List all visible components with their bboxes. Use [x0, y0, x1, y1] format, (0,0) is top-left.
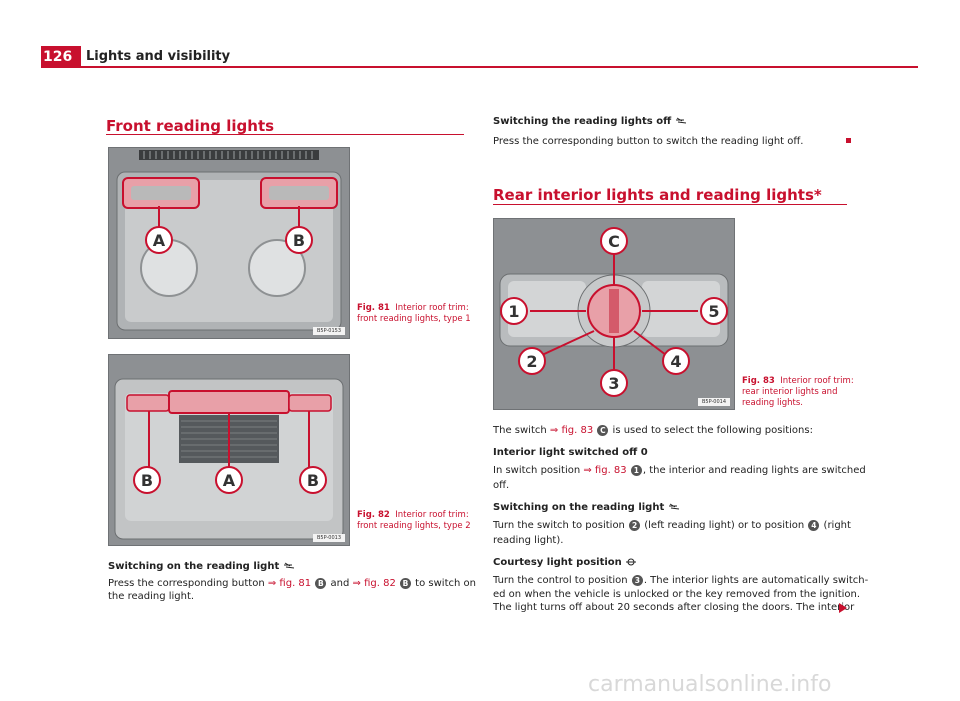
badge-3: 3 [631, 574, 643, 586]
badge-1: 1 [630, 464, 642, 476]
fig83-callout-4: 4 [670, 352, 681, 371]
section-rule [106, 134, 464, 135]
badge-b: B [400, 577, 411, 589]
fig81-code: B5P-0153 [312, 327, 345, 335]
section-rule [493, 204, 847, 205]
interior-off-text-cont: off. [493, 480, 510, 491]
fig82-callout-b-right: B [307, 471, 319, 490]
switching-on-text: Press the corresponding button ⇒ fig. 81… [108, 577, 476, 589]
chapter-title: Lights and visibility [86, 49, 231, 64]
fig82-code: B5P-0013 [312, 534, 345, 542]
fig83-code: B5P-0014 [697, 398, 730, 406]
fig83-callout-1: 1 [508, 302, 519, 321]
courtesy-text-2: ed on when the vehicle is unlocked or th… [493, 589, 861, 600]
fig82-callout-b-left: B [141, 471, 153, 490]
switch-intro-text: The switch ⇒ fig. 83 C is used to select… [493, 424, 813, 436]
fig82-link[interactable]: ⇒ fig. 82 [352, 578, 396, 589]
fig81-callout-b: B [293, 231, 305, 250]
fig83-link[interactable]: ⇒ fig. 83 [549, 425, 594, 436]
fig83-callout-2: 2 [526, 352, 537, 371]
badge-2: 2 [629, 519, 641, 531]
reading-light-icon [675, 117, 686, 124]
switching-off-text: Press the corresponding button to switch… [493, 136, 804, 147]
courtesy-text-3: The light turns off about 20 seconds aft… [493, 602, 855, 613]
fig83-callout-3: 3 [608, 374, 619, 393]
rear-light-switch-illustration: C 1 5 2 4 3 [494, 219, 734, 409]
badge-b: B [315, 577, 327, 589]
header-rule [81, 66, 918, 68]
roof-trim-type1-illustration: A B [109, 148, 349, 338]
roof-trim-type2-illustration: B A B [109, 355, 349, 545]
courtesy-text: Turn the control to position 3. The inte… [493, 574, 869, 586]
fig83-link[interactable]: ⇒ fig. 83 [583, 465, 627, 476]
figure-83-image: C 1 5 2 4 3 B5P-0014 [493, 218, 735, 410]
courtesy-heading: Courtesy light position [493, 556, 637, 569]
interior-off-text: In switch position ⇒ fig. 83 1, the inte… [493, 464, 866, 476]
reading-on-text-cont: reading light). [493, 535, 564, 546]
reading-light-icon [283, 562, 294, 569]
courtesy-light-icon [626, 558, 637, 566]
figure-82-image: B A B B5P-0013 [108, 354, 350, 546]
section-title-rear-lights: Rear interior lights and reading lights* [493, 186, 822, 204]
continued-arrow-icon [839, 603, 847, 613]
fig81-callout-a: A [153, 231, 166, 250]
interior-off-heading: Interior light switched off 0 [493, 447, 648, 458]
fig83-caption: Fig. 83 Interior roof trim: rear interio… [742, 376, 854, 408]
fig82-callout-a: A [223, 471, 236, 490]
section-title-front-reading-lights: Front reading lights [106, 117, 275, 135]
reading-on-text: Turn the switch to position 2 (left read… [493, 519, 851, 531]
figure-81-image: A B B5P-0153 [108, 147, 350, 339]
fig81-caption: Fig. 81 Interior roof trim: front readin… [357, 303, 471, 324]
fig82-caption: Fig. 82 Interior roof trim: front readin… [357, 510, 471, 531]
switching-on-text-cont: the reading light. [108, 591, 195, 602]
badge-c: C [597, 424, 609, 436]
section-end-marker [846, 138, 851, 143]
watermark: carmanualsonline.info [588, 672, 832, 697]
badge-4: 4 [808, 519, 820, 531]
fig83-callout-c: C [608, 232, 620, 251]
switching-off-heading: Switching the reading lights off [493, 115, 687, 128]
reading-light-icon [668, 503, 679, 510]
page-number: 126 [41, 46, 81, 68]
switching-on-heading: Switching on the reading light [108, 560, 295, 573]
reading-on-heading: Switching on the reading light [493, 501, 680, 514]
fig83-callout-5: 5 [708, 302, 719, 321]
fig81-link[interactable]: ⇒ fig. 81 [267, 578, 312, 589]
